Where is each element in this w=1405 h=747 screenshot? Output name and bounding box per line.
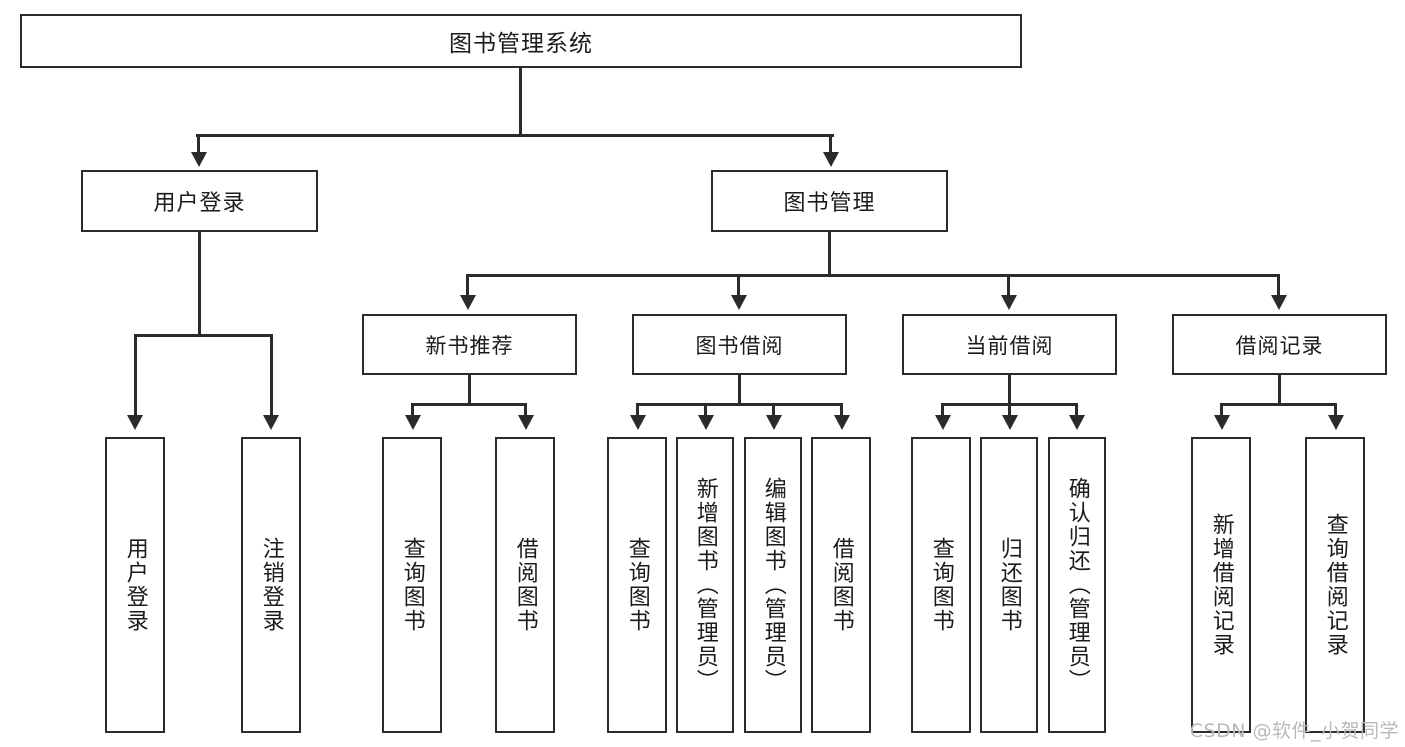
connector-root-stem [519,68,522,136]
leaf-current-borrow-return-book[interactable]: 归还图书 [980,437,1038,733]
connector-current-borrow-stem [1008,375,1011,405]
node-label: 新书推荐 [425,333,514,358]
connector-bm-drop-1 [466,274,469,298]
arrowhead-to-current-borrow [1001,295,1017,310]
arrowhead-user-login-leaf-1 [127,415,143,430]
connector-bb-drop-3 [772,403,775,418]
connector-bm-drop-3 [1007,274,1010,298]
leaf-current-borrow-confirm-return-admin[interactable]: 确认归还（管理员） [1048,437,1106,733]
leaf-book-borrow-query-book[interactable]: 查询图书 [607,437,667,733]
leaf-book-borrow-add-book-admin[interactable]: 新增图书（管理员） [676,437,734,733]
leaf-borrow-record-add-record[interactable]: 新增借阅记录 [1191,437,1251,733]
arrowhead-user-login-leaf-2 [263,415,279,430]
connector-bb-drop-4 [840,403,843,418]
arrowhead-br-leaf-2 [1328,415,1344,430]
connector-bb-drop-1 [636,403,639,418]
node-book-borrow[interactable]: 图书借阅 [632,314,847,375]
connector-book-borrow-bus [636,403,843,406]
leaf-book-borrow-edit-book-admin[interactable]: 编辑图书（管理员） [744,437,802,733]
leaf-current-borrow-query-book[interactable]: 查询图书 [911,437,971,733]
node-borrow-record[interactable]: 借阅记录 [1172,314,1387,375]
arrowhead-cb-leaf-3 [1069,415,1085,430]
node-label: 当前借阅 [965,333,1054,358]
arrowhead-to-book-management [823,152,839,167]
connector-bm-drop-2 [737,274,740,298]
leaf-user-login-logout[interactable]: 注销登录 [241,437,301,733]
connector-new-book-bus [411,403,527,406]
leaf-user-login-login[interactable]: 用户登录 [105,437,165,733]
node-label: 用户登录 [122,537,148,633]
arrowhead-nb-leaf-2 [518,415,534,430]
node-label: 归还图书 [996,537,1022,633]
connector-user-login-drop-2 [270,334,273,418]
node-root-book-management-system[interactable]: 图书管理系统 [20,14,1022,68]
connector-cb-drop-1 [941,403,944,418]
node-label: 图书管理 [783,191,876,216]
connector-user-login-drop-1 [134,334,137,418]
node-label: 确认归还（管理员） [1064,477,1090,693]
connector-book-borrow-stem [738,375,741,405]
arrowhead-bb-leaf-1 [630,415,646,430]
arrowhead-bb-leaf-2 [698,415,714,430]
node-label: 图书管理系统 [449,31,593,57]
connector-root-drop-2 [829,134,832,155]
node-label: 新增借阅记录 [1208,513,1234,657]
arrowhead-cb-leaf-2 [1002,415,1018,430]
node-label: 借阅图书 [828,537,854,633]
node-label: 查询图书 [624,537,650,633]
leaf-new-book-borrow-book[interactable]: 借阅图书 [495,437,555,733]
connector-nb-drop-2 [524,403,527,418]
connector-book-management-stem [828,232,831,276]
connector-bm-drop-4 [1277,274,1280,298]
node-label: 图书借阅 [695,333,784,358]
csdn-watermark: CSDN @软件_小贺同学 [1189,720,1399,742]
leaf-book-borrow-borrow-book[interactable]: 借阅图书 [811,437,871,733]
node-book-management[interactable]: 图书管理 [711,170,948,232]
connector-borrow-record-stem [1278,375,1281,405]
arrowhead-to-borrow-record [1271,295,1287,310]
node-new-book-recommend[interactable]: 新书推荐 [362,314,577,375]
connector-br-drop-2 [1334,403,1337,418]
node-current-borrow[interactable]: 当前借阅 [902,314,1117,375]
node-label: 查询图书 [928,537,954,633]
arrowhead-to-new-book [460,295,476,310]
leaf-borrow-record-query-record[interactable]: 查询借阅记录 [1305,437,1365,733]
node-label: 借阅图书 [512,537,538,633]
node-label: 查询借阅记录 [1322,513,1348,657]
node-label: 用户登录 [153,191,246,216]
connector-cb-drop-3 [1075,403,1078,418]
arrowhead-to-user-login [191,152,207,167]
connector-nb-drop-1 [411,403,414,418]
connector-root-drop-1 [197,134,200,155]
connector-user-login-stem [198,232,201,336]
connector-new-book-stem [468,375,471,405]
node-label: 注销登录 [258,537,284,633]
node-label: 借阅记录 [1235,333,1324,358]
node-user-login[interactable]: 用户登录 [81,170,318,232]
node-label: 查询图书 [399,537,425,633]
connector-borrow-record-bus [1220,403,1337,406]
arrowhead-bb-leaf-4 [834,415,850,430]
connector-user-login-bus [134,334,272,337]
connector-cb-drop-2 [1008,403,1011,418]
connector-book-management-bus [466,274,1280,277]
arrowhead-bb-leaf-3 [766,415,782,430]
connector-bb-drop-2 [704,403,707,418]
arrowhead-to-book-borrow [731,295,747,310]
node-label: 编辑图书（管理员） [760,477,786,693]
connector-root-bus [196,134,834,137]
connector-br-drop-1 [1220,403,1223,418]
node-label: 新增图书（管理员） [692,477,718,693]
leaf-new-book-query-book[interactable]: 查询图书 [382,437,442,733]
arrowhead-cb-leaf-1 [935,415,951,430]
arrowhead-nb-leaf-1 [405,415,421,430]
arrowhead-br-leaf-1 [1214,415,1230,430]
